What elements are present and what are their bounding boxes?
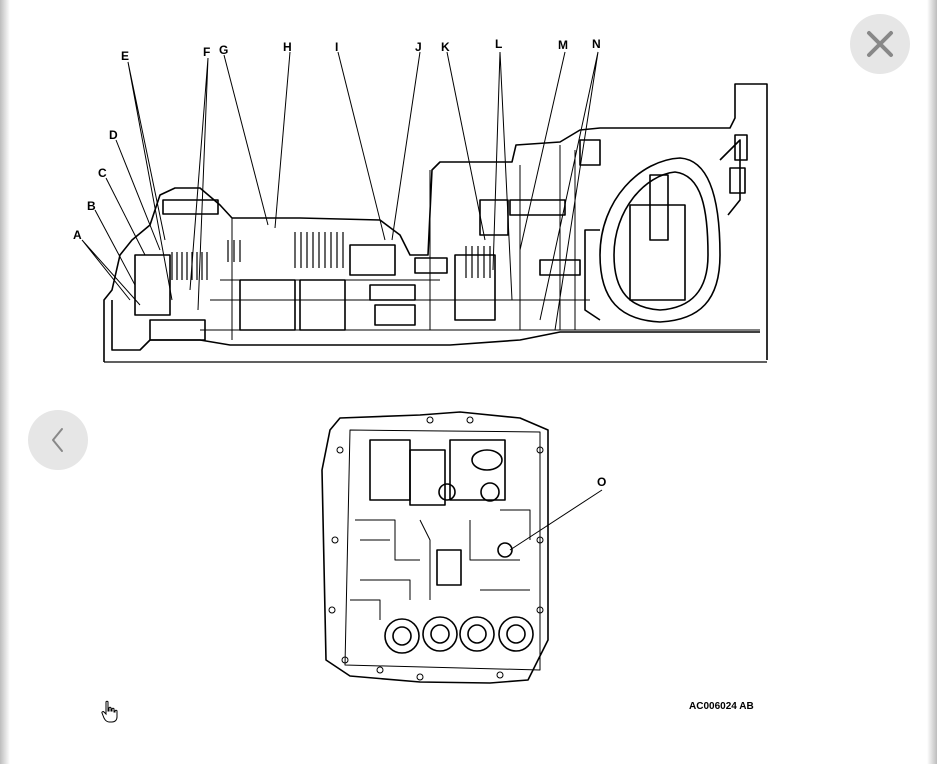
close-x-icon <box>867 31 893 57</box>
label-n: N <box>592 37 601 51</box>
label-i: I <box>335 40 339 54</box>
previous-image-button[interactable] <box>28 410 88 470</box>
label-j: J <box>415 40 422 54</box>
label-e: E <box>121 49 130 63</box>
label-c: C <box>98 166 107 180</box>
chevron-left-icon <box>52 428 63 452</box>
label-k: K <box>441 40 450 54</box>
label-m: M <box>558 38 568 52</box>
label-b: B <box>87 199 96 213</box>
valve-body-outline <box>321 411 549 684</box>
label-a: A <box>73 228 82 242</box>
label-d: D <box>109 128 118 142</box>
viewer-frame-right-edge <box>927 0 937 764</box>
label-g: G <box>219 43 229 57</box>
label-o: O <box>597 475 607 489</box>
transmission-case-outline <box>103 83 768 362</box>
close-button[interactable] <box>850 14 910 74</box>
figure-code: AC006024 AB <box>689 701 754 712</box>
label-l: L <box>495 37 503 51</box>
label-h: H <box>283 40 292 54</box>
viewer-frame-left-edge <box>0 0 10 764</box>
label-f: F <box>203 45 211 59</box>
hand-pointer-cursor-icon <box>101 700 118 723</box>
